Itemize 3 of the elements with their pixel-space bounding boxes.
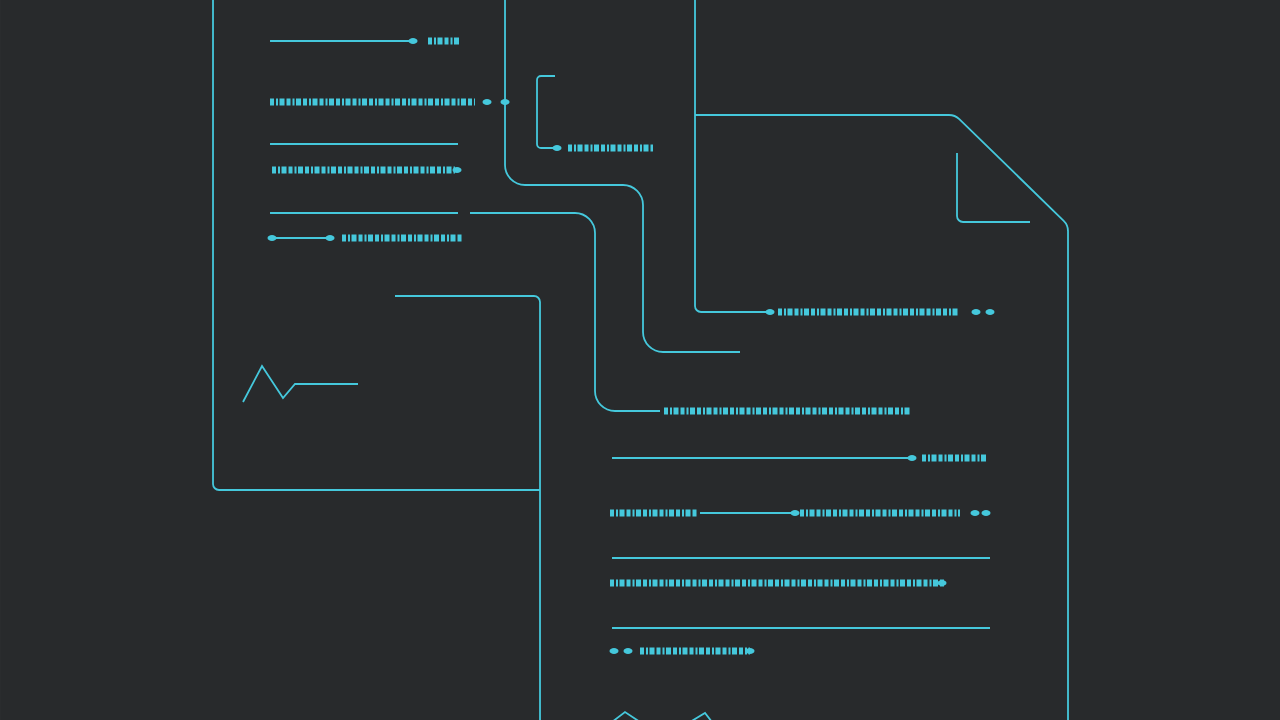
document-outline	[212, 0, 541, 491]
document-outline	[694, 0, 1069, 720]
document-outline	[394, 295, 541, 720]
